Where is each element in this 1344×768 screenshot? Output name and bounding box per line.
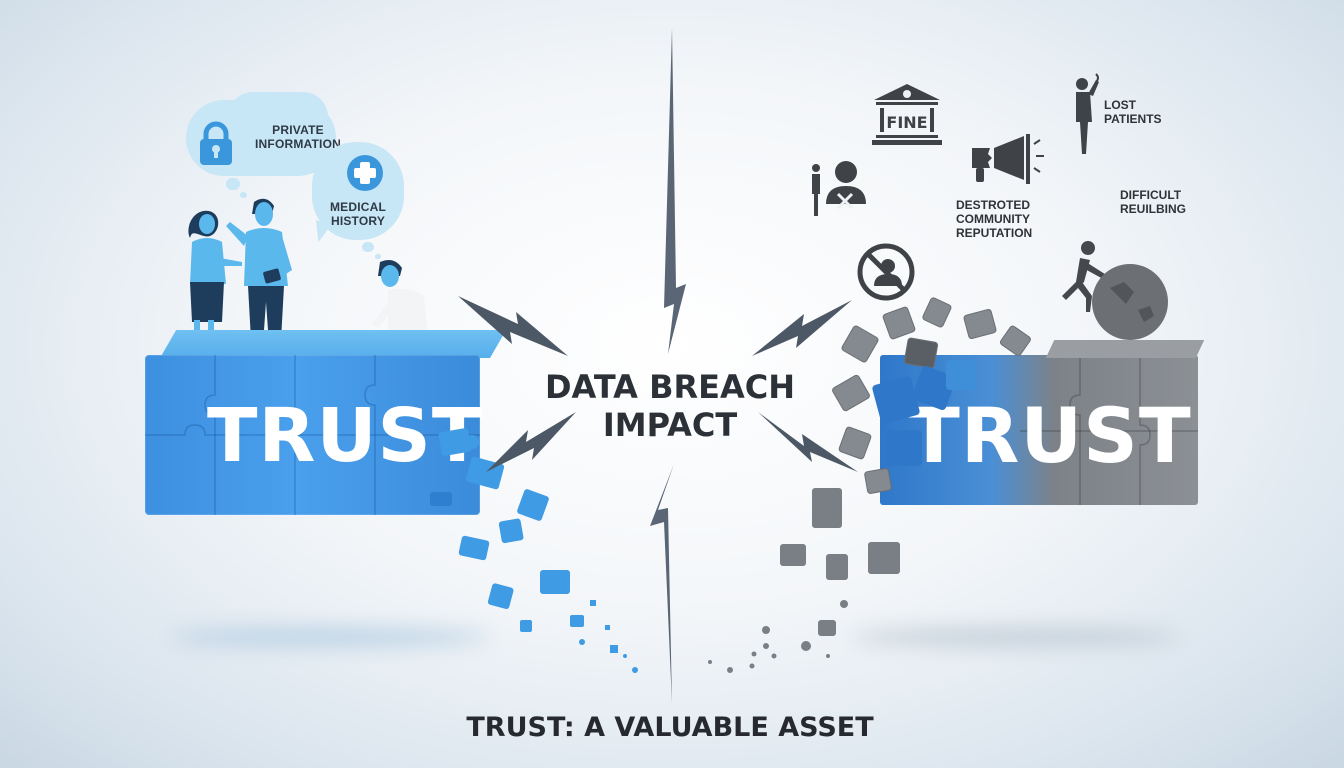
label-line: DIFFICULT [1120,188,1182,202]
lightning-upper-right-icon [752,300,852,356]
lightning-lower-left-icon [486,412,576,472]
bubble-puff [228,92,328,142]
boulder-pushing-icon [1034,238,1174,353]
label-line: DESTROTED [956,198,1031,212]
right-floor-shadow [850,628,1180,646]
medical-history-label: MEDICAL HISTORY [318,200,398,228]
trust-block-left: TRUST [145,355,484,515]
footer-title: TRUST: A VALUABLE ASSET [466,712,874,743]
reputation-label: DESTROTED COMMUNITY REPUTATION [956,198,1032,240]
label-line: COMMUNITY [956,212,1030,226]
trust-label-left: TRUST [207,393,484,479]
private-info-label: PRIVATE INFORMATION [248,123,348,151]
trust-label-right: TRUST [908,391,1192,480]
broken-megaphone-icon [968,134,1048,193]
svg-text:FINE: FINE [886,113,927,132]
lightning-bottom-icon [650,464,674,704]
title-line: DATA BREACH [544,368,795,406]
left-floor-shadow [170,628,490,646]
bubble-line: INFORMATION [255,137,341,151]
falling-blue-pieces [430,428,638,673]
shattered-pieces [832,297,1031,494]
lightning-lower-right-icon [758,412,858,472]
trust-block-right-top [1045,340,1205,358]
lost-patient-icon [1068,72,1102,161]
puzzle-seams [1020,355,1198,505]
difficult-rebuilding-label: DIFFICULT REUILBING [1120,188,1186,216]
label-line: REPUTATION [956,226,1033,240]
courthouse-fine-icon: FINE [872,84,942,151]
falling-gray-pieces [708,488,900,673]
bubble-line: PRIVATE [272,123,324,137]
label-line: LOST [1104,98,1136,112]
medical-cross-icon [346,154,384,197]
center-title: DATA BREACH IMPACT [500,368,840,444]
no-person-icon [856,242,916,307]
trust-block-top [160,330,507,358]
thought-dot [226,178,240,190]
title-line: IMPACT [602,406,738,444]
lost-patients-label: LOST PATIENTS [1104,98,1162,126]
thought-dot [362,242,374,252]
bubble-line: HISTORY [330,214,386,228]
rejected-person-icon [808,158,870,223]
puzzle-seams [145,355,480,515]
label-line: PATIENTS [1104,112,1162,126]
lock-icon [198,121,234,171]
thought-dot [240,192,247,198]
label-line: REUILBING [1120,202,1186,216]
lightning-top-icon [664,28,686,354]
bubble-line: MEDICAL [329,200,387,214]
thought-dot [375,254,381,259]
man-standing-figure [222,196,302,371]
lightning-upper-left-icon [458,296,568,356]
